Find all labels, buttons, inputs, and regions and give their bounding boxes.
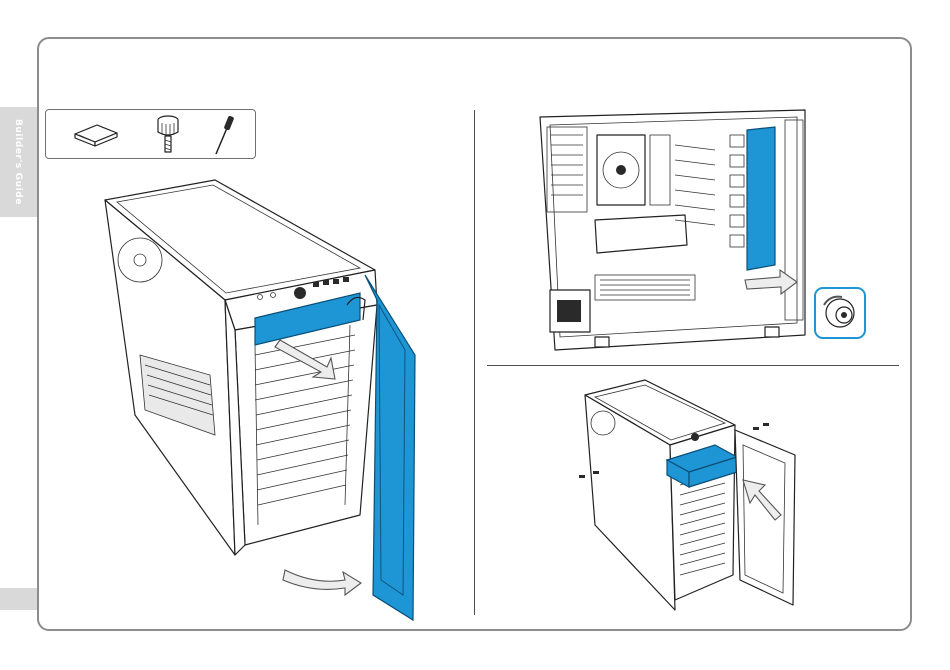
- remove-side-panel-illustration: [535, 105, 810, 355]
- vertical-divider: [474, 110, 475, 615]
- thumbscrew-icon: [155, 114, 181, 156]
- install-5-25-drive-illustration: [575, 375, 805, 615]
- thumbscrew-callout: [814, 287, 866, 339]
- open-front-door-illustration: [95, 175, 425, 620]
- tools-box: [45, 109, 256, 159]
- side-tab-label: Builder's Guide: [13, 119, 23, 205]
- horizontal-divider: [487, 365, 899, 366]
- drive-bay-icon: [73, 122, 119, 148]
- side-tab-footer: [0, 588, 37, 610]
- screwdriver-icon: [212, 114, 238, 156]
